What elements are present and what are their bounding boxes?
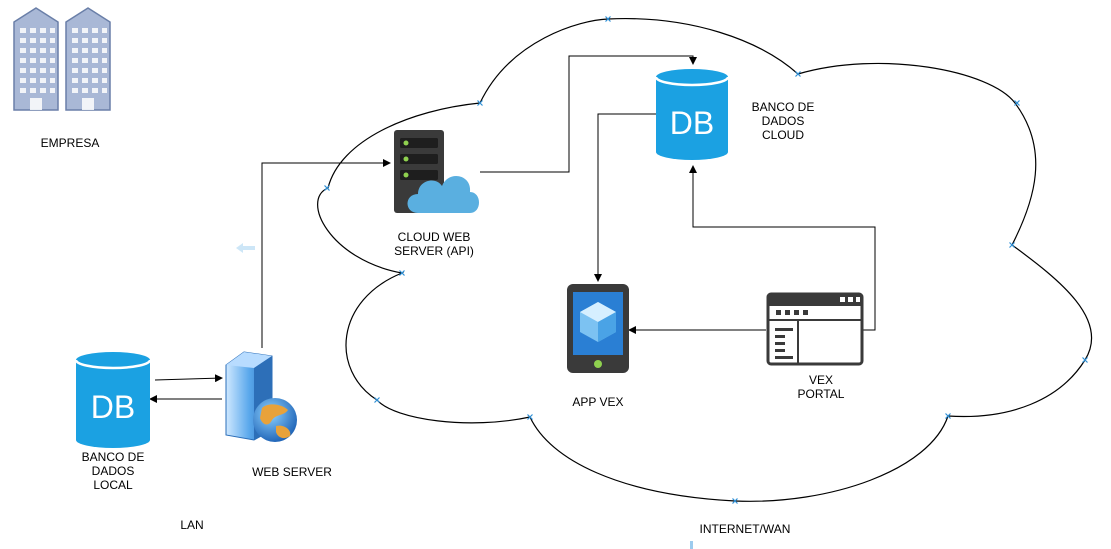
label-banco-cloud: BANCO DE DADOS CLOUD bbox=[738, 100, 828, 142]
faint-arrow-icon bbox=[236, 243, 255, 253]
label-banco-local: BANCO DE DADOS LOCAL bbox=[68, 450, 158, 492]
connector-portal-to-clouddb bbox=[689, 165, 876, 331]
db-local-text: DB bbox=[91, 389, 135, 425]
building-icon bbox=[13, 7, 111, 111]
label-vex-portal-line2: PORTAL bbox=[797, 387, 845, 401]
connector-clouddb-to-app bbox=[594, 113, 656, 282]
label-lan: LAN bbox=[180, 518, 204, 532]
label-banco-cloud-line2: DADOS bbox=[761, 114, 805, 128]
cloud-handles bbox=[324, 16, 1088, 504]
connector-localdb-to-webserver bbox=[154, 374, 223, 383]
database-cloud-icon: DB bbox=[654, 69, 730, 160]
cloud-server-icon bbox=[394, 130, 479, 213]
bottom-handle bbox=[690, 541, 693, 549]
connectors bbox=[149, 55, 876, 403]
connector-api-to-clouddb bbox=[480, 55, 697, 173]
connector-webserver-to-api bbox=[261, 159, 391, 348]
label-banco-local-line3: LOCAL bbox=[93, 478, 133, 492]
label-vex-portal: VEX PORTAL bbox=[776, 373, 866, 401]
label-banco-cloud-line1: BANCO DE bbox=[751, 100, 815, 114]
label-internet-wan: INTERNET/WAN bbox=[699, 522, 791, 536]
label-empresa: EMPRESA bbox=[40, 136, 100, 150]
database-local-icon: DB bbox=[74, 352, 152, 448]
web-portal-icon bbox=[766, 292, 864, 366]
label-cloud-web-server-line2: SERVER (API) bbox=[394, 244, 474, 258]
label-cloud-web-server-line1: CLOUD WEB bbox=[397, 230, 471, 244]
label-banco-cloud-line3: CLOUD bbox=[761, 128, 804, 142]
label-banco-local-line1: BANCO DE bbox=[81, 450, 145, 464]
label-app-vex: APP VEX bbox=[572, 395, 624, 409]
label-web-server: WEB SERVER bbox=[252, 465, 332, 479]
mobile-app-icon bbox=[567, 284, 629, 373]
web-server-globe-icon bbox=[225, 351, 297, 442]
label-banco-local-line2: DADOS bbox=[91, 464, 135, 478]
label-cloud-web-server: CLOUD WEB SERVER (API) bbox=[374, 230, 494, 258]
db-cloud-text: DB bbox=[670, 105, 714, 141]
label-vex-portal-line1: VEX bbox=[808, 373, 833, 387]
